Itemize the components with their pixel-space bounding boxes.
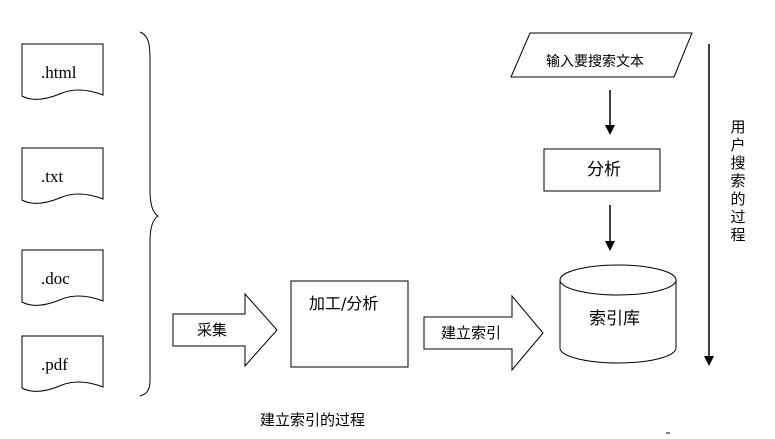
search-input-label: 输入要搜索文本 <box>546 54 644 70</box>
document-label-txt: .txt <box>41 167 64 186</box>
build-index-label: 建立索引 <box>441 324 502 342</box>
document-label-html: .html <box>41 63 77 82</box>
document-label-doc: .doc <box>41 269 70 288</box>
document-shape-html <box>21 43 104 100</box>
search-caption-vertical: 用户搜索的过程 <box>730 118 746 244</box>
collect-label: 采集 <box>197 321 228 339</box>
search-input-shape <box>510 32 693 78</box>
document-label-pdf: .pdf <box>41 355 68 374</box>
analyze-box <box>543 148 661 192</box>
process-box <box>290 280 409 368</box>
document-shape-pdf <box>21 335 104 392</box>
index-store-cylinder-top <box>559 264 677 296</box>
document-shape-txt <box>21 147 104 204</box>
curly-brace <box>139 31 159 397</box>
index-store-label: 索引库 <box>589 309 640 329</box>
build-index-arrow <box>423 294 544 372</box>
indexing-caption: 建立索引的过程 <box>260 411 366 429</box>
collect-arrow <box>172 292 278 368</box>
process-label: 加工/分析 <box>309 294 379 313</box>
analyze-label: 分析 <box>587 160 621 180</box>
index-store-cylinder <box>559 280 677 364</box>
document-shape-doc <box>21 249 104 306</box>
